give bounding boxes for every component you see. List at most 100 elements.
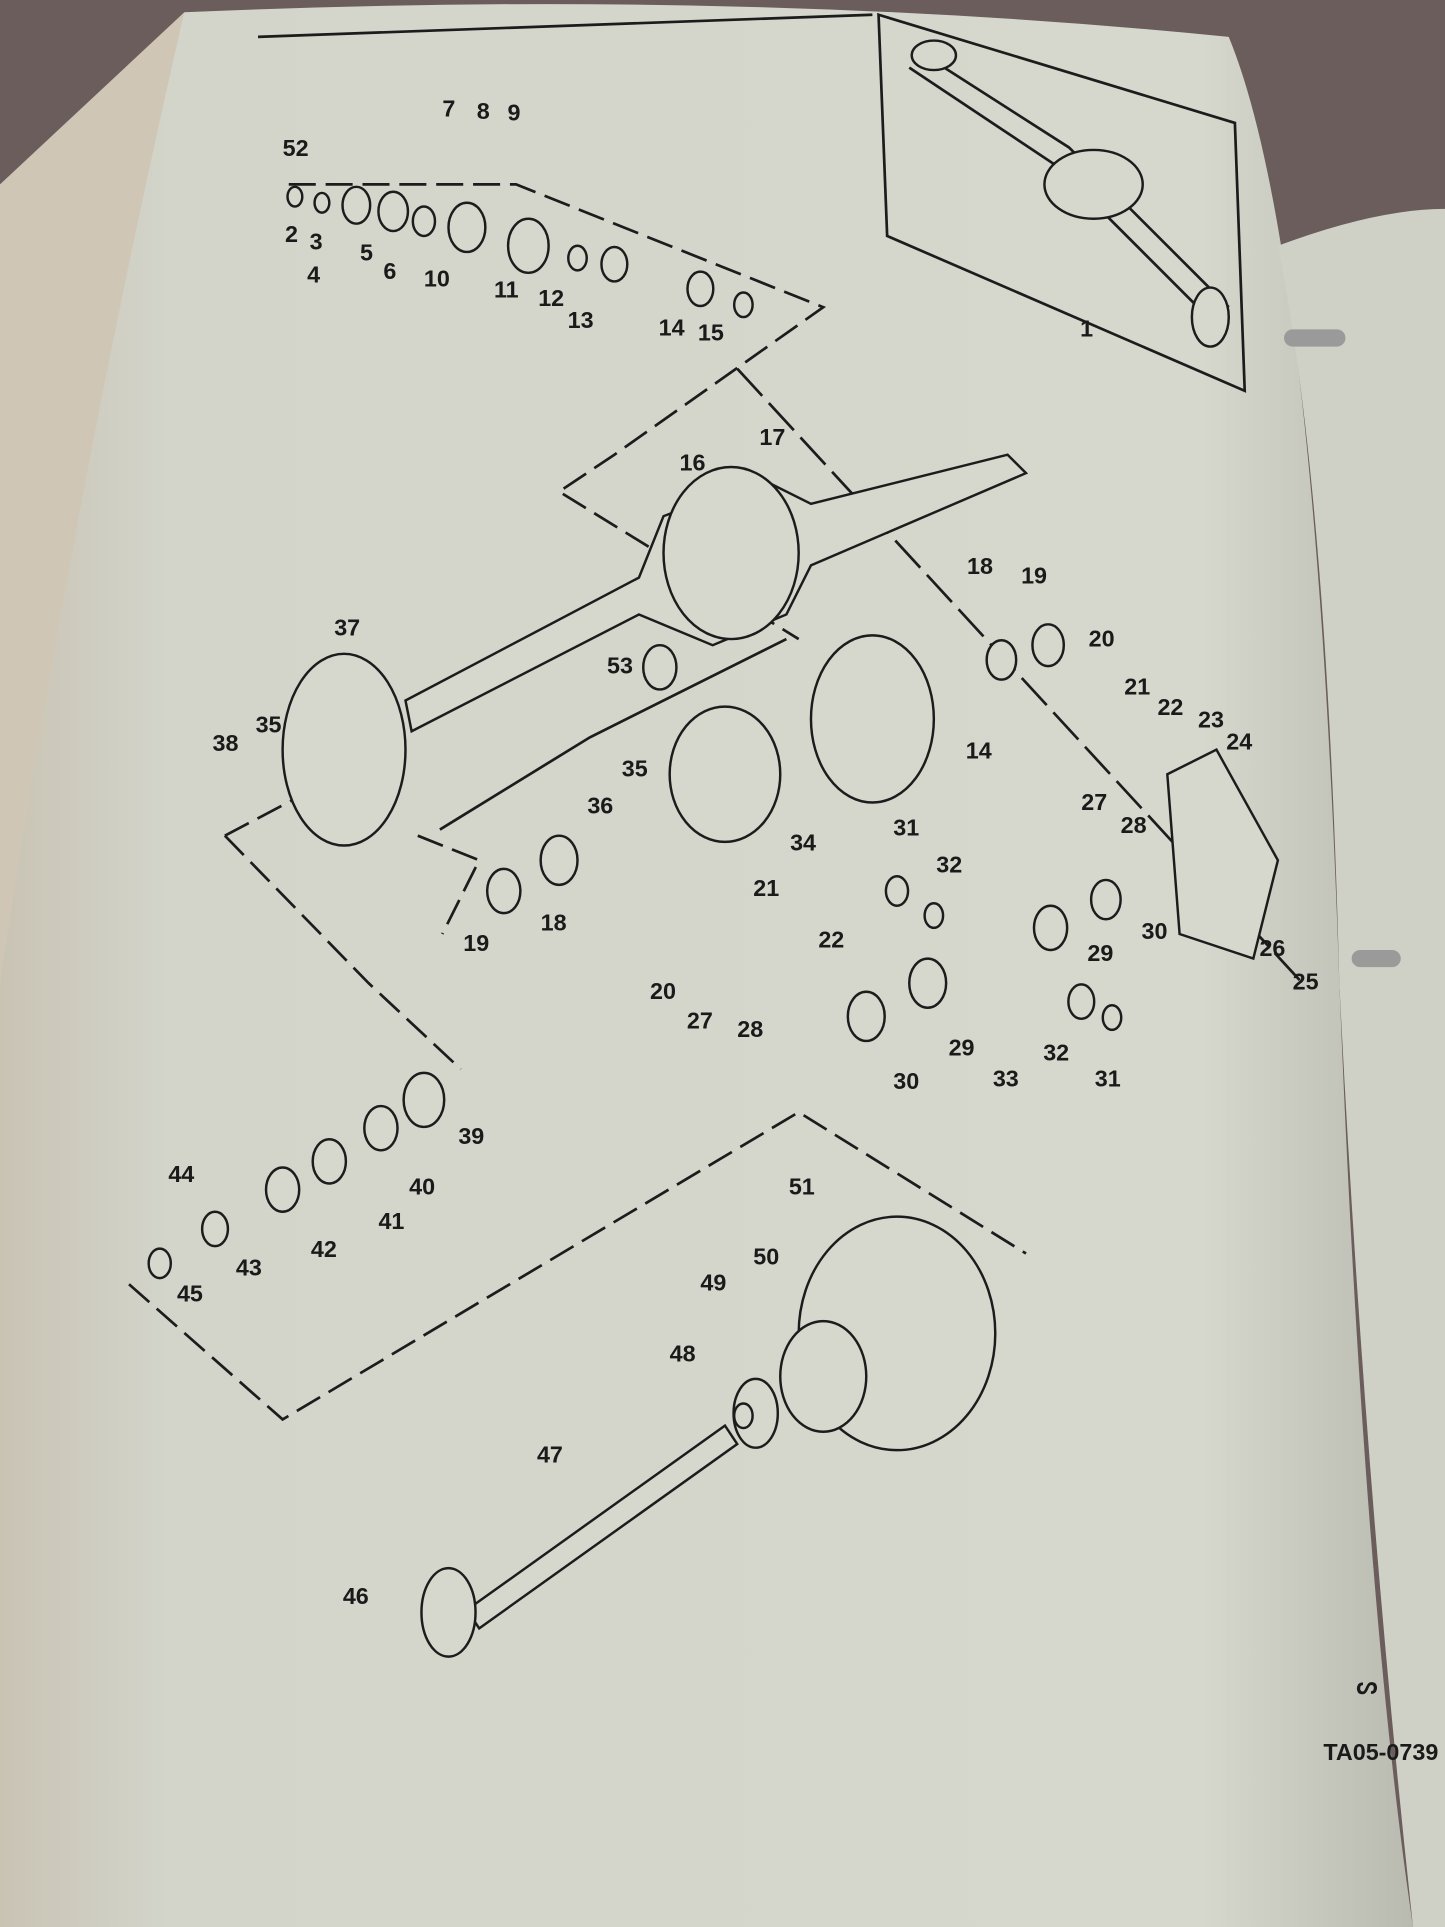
washer-bearing-part xyxy=(1031,623,1066,668)
callout-18: 18 xyxy=(541,909,567,935)
callout-17: 17 xyxy=(759,424,785,450)
washer-bearing-part xyxy=(923,902,945,930)
callout-26: 26 xyxy=(1259,935,1285,961)
washer-bearing-part xyxy=(313,191,331,214)
group-outline-pinion xyxy=(288,182,827,641)
callout-11: 11 xyxy=(494,276,519,302)
washer-bearing-part xyxy=(732,1402,754,1430)
callout-48: 48 xyxy=(670,1341,696,1367)
brake-backing-plate xyxy=(281,652,407,847)
washer-bearing-part xyxy=(286,185,304,208)
callout-47: 47 xyxy=(537,1441,563,1467)
washer-bearing-part xyxy=(567,244,588,272)
washer-bearing-part xyxy=(200,1210,230,1248)
washer-bearing-part xyxy=(402,1071,446,1129)
washer-bearing-part xyxy=(985,639,1018,681)
callout-52: 52 xyxy=(283,135,309,161)
callout-4: 4 xyxy=(307,262,320,288)
callout-37: 37 xyxy=(334,614,360,640)
hub xyxy=(779,1319,868,1433)
callout-27: 27 xyxy=(687,1008,713,1034)
callout-20: 20 xyxy=(1089,625,1115,651)
callout-16: 16 xyxy=(679,450,705,476)
ring-gear xyxy=(809,634,936,804)
group-outline-axle xyxy=(128,797,1027,1422)
callout-43: 43 xyxy=(236,1255,262,1281)
callout-18: 18 xyxy=(967,553,993,579)
callout-46: 46 xyxy=(343,1583,369,1609)
callout-3: 3 xyxy=(310,228,323,254)
figure-id: TA05-0739 xyxy=(1323,1739,1438,1765)
callout-30: 30 xyxy=(1142,918,1168,944)
washer-bearing-part xyxy=(686,270,715,308)
callout-39: 39 xyxy=(458,1123,484,1149)
callout-10: 10 xyxy=(424,265,450,291)
washer-bearing-part xyxy=(447,201,487,254)
inset-differential xyxy=(1043,148,1144,220)
callout-5: 5 xyxy=(360,240,373,266)
manual-page xyxy=(0,4,1414,1927)
washer-bearing-part xyxy=(506,217,550,275)
callout-32: 32 xyxy=(1043,1040,1069,1066)
callout-19: 19 xyxy=(463,930,489,956)
axle-flange xyxy=(420,1566,477,1658)
callout-40: 40 xyxy=(409,1174,435,1200)
inset-frame xyxy=(877,12,1247,393)
group-outline-diff xyxy=(439,637,787,831)
inset-cv-joint-left xyxy=(910,39,958,72)
callout-28: 28 xyxy=(1121,812,1147,838)
washer-bearing-part xyxy=(485,867,522,915)
washer-bearing-part xyxy=(311,1138,348,1185)
washer-bearing-part xyxy=(908,957,948,1009)
inset-cv-joint-right xyxy=(1190,286,1230,348)
callout-42: 42 xyxy=(311,1236,337,1262)
callout-1: 1 xyxy=(1080,316,1093,342)
housing-cover-flange xyxy=(662,465,800,641)
cover-gasket xyxy=(1166,748,1280,961)
callout-7: 7 xyxy=(442,96,455,122)
differential-case xyxy=(668,705,782,844)
callout-35: 35 xyxy=(256,711,282,737)
washer-bearing-part xyxy=(1089,878,1122,921)
washer-bearing-part xyxy=(147,1247,173,1280)
washer-bearing-part xyxy=(264,1166,301,1213)
callout-45: 45 xyxy=(177,1280,203,1306)
callout-29: 29 xyxy=(1087,940,1113,966)
callout-14: 14 xyxy=(966,737,992,763)
callout-22: 22 xyxy=(1157,694,1183,720)
washer-bearing-part xyxy=(600,245,629,283)
callout-15: 15 xyxy=(698,319,724,345)
callout-13: 13 xyxy=(568,307,594,333)
callout-22: 22 xyxy=(818,927,844,953)
washer-bearing-part xyxy=(411,205,437,238)
washer-bearing-part xyxy=(732,291,754,319)
callout-50: 50 xyxy=(753,1244,779,1270)
callout-6: 6 xyxy=(383,258,396,284)
callout-21: 21 xyxy=(1124,673,1150,699)
callout-53: 53 xyxy=(607,652,633,678)
callout-38: 38 xyxy=(213,730,239,756)
callout-34: 34 xyxy=(790,829,816,855)
washer-bearing-part xyxy=(377,190,410,233)
binder-ring-bottom xyxy=(1351,949,1401,968)
callout-12: 12 xyxy=(538,285,564,311)
callout-28: 28 xyxy=(737,1016,763,1042)
callout-2: 2 xyxy=(285,221,298,247)
washer-bearing-part xyxy=(846,990,886,1043)
washer-bearing-part xyxy=(363,1104,399,1152)
washer-bearing-part xyxy=(884,875,910,907)
callout-31: 31 xyxy=(1095,1065,1121,1091)
callout-14: 14 xyxy=(659,315,685,341)
callout-24: 24 xyxy=(1226,729,1252,755)
callout-27: 27 xyxy=(1081,789,1107,815)
callout-35: 35 xyxy=(622,756,648,782)
next-page-edge xyxy=(1277,208,1445,1927)
callout-23: 23 xyxy=(1198,707,1224,733)
washer-bearing-part xyxy=(1067,983,1096,1021)
callout-8: 8 xyxy=(477,98,490,124)
small-parts xyxy=(147,185,1123,1430)
callout-21: 21 xyxy=(753,875,779,901)
callout-19: 19 xyxy=(1021,563,1047,589)
callout-44: 44 xyxy=(168,1161,194,1187)
